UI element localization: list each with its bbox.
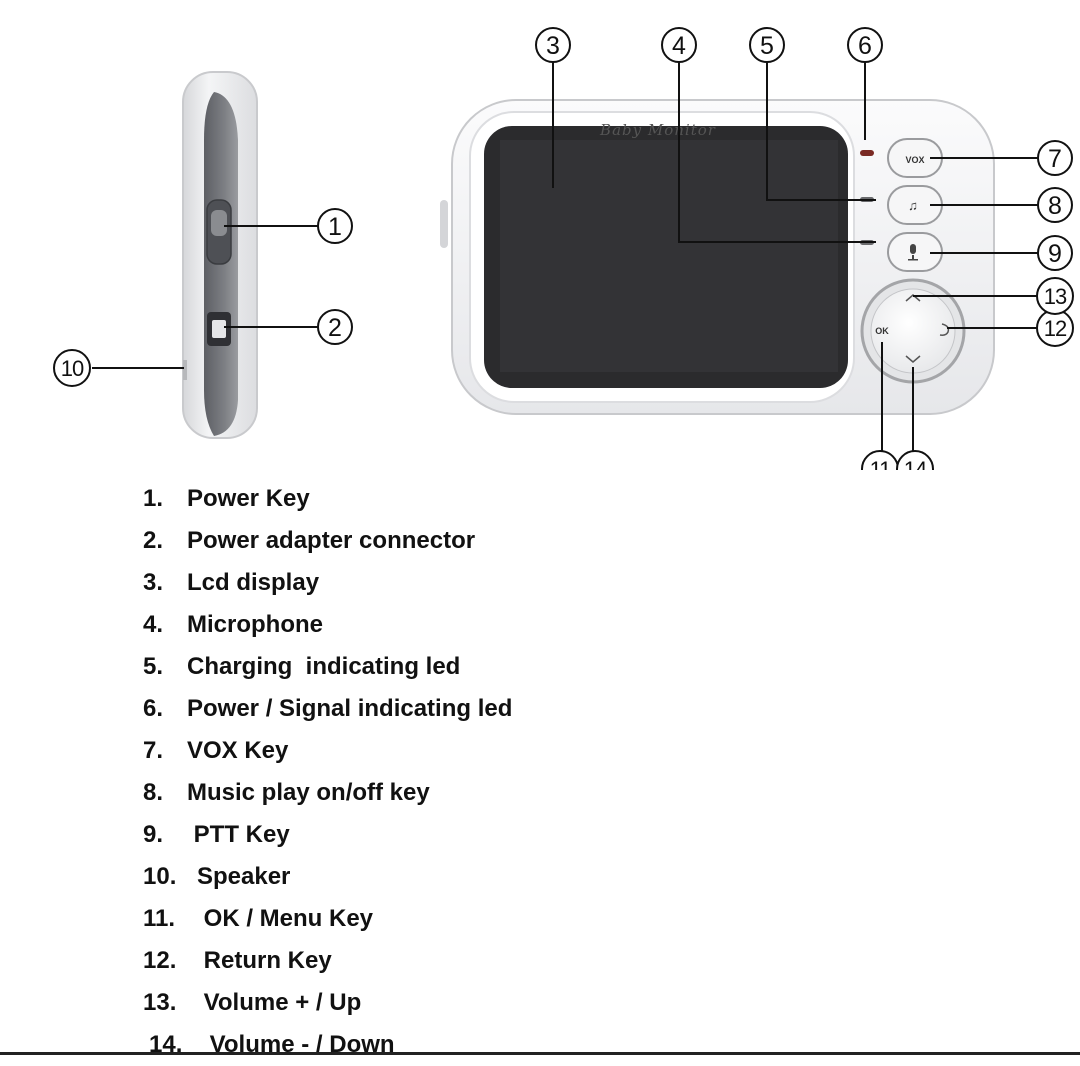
callout-10: 10 <box>53 349 91 387</box>
legend-item: 10.Speaker <box>143 863 291 890</box>
svg-text:4: 4 <box>672 32 686 60</box>
callout-7: 7 <box>1037 140 1073 176</box>
legend-item: 7.VOX Key <box>143 737 289 764</box>
callout-8: 8 <box>1037 187 1073 223</box>
callout-2: 2 <box>317 309 353 345</box>
svg-text:1: 1 <box>328 213 342 241</box>
legend-item: 8.Music play on/off key <box>143 779 430 806</box>
power-switch-slider <box>211 210 227 236</box>
vox-label: VOX <box>905 155 924 165</box>
speaker-edge <box>183 360 187 380</box>
svg-text:5: 5 <box>760 32 774 60</box>
dpad: OK <box>860 278 966 384</box>
svg-text:14: 14 <box>904 457 927 470</box>
legend-item: 3.Lcd display <box>143 569 320 596</box>
microphone-icon <box>908 244 918 261</box>
power-signal-led <box>860 150 874 156</box>
device-diagram: Baby Monitor VOX ♫ OK <box>53 27 1074 470</box>
side-ridges <box>440 200 448 248</box>
legend-item: 1.Power Key <box>143 485 310 512</box>
legend-item: 13. Volume + / Up <box>143 989 362 1016</box>
callout-1: 1 <box>317 208 353 244</box>
callouts: 1 2 3 4 5 6 7 8 9 10 11 12 13 14 <box>53 27 1074 470</box>
screen-glass <box>500 140 838 372</box>
legend-item: 6.Power / Signal indicating led <box>143 695 513 722</box>
callout-5: 5 <box>749 27 785 63</box>
callout-11: 11 <box>861 450 899 470</box>
svg-text:7: 7 <box>1048 145 1062 173</box>
legend-item: 14. Volume - / Down <box>149 1031 395 1058</box>
callout-4: 4 <box>661 27 697 63</box>
callout-6: 6 <box>847 27 883 63</box>
legend-item: 11. OK / Menu Key <box>143 905 374 932</box>
chevron-down-icon[interactable] <box>905 355 921 363</box>
music-button[interactable]: ♫ <box>887 185 943 225</box>
svg-text:12: 12 <box>1044 316 1067 341</box>
svg-text:10: 10 <box>61 356 84 381</box>
side-view <box>182 71 258 439</box>
brand-label: Baby Monitor <box>599 121 716 139</box>
leader-lines <box>92 62 1038 452</box>
callout-14: 14 <box>896 450 934 470</box>
callout-12: 12 <box>1036 309 1074 347</box>
usb-port-inner <box>212 320 226 338</box>
ptt-button[interactable] <box>887 232 943 272</box>
svg-text:2: 2 <box>328 314 342 342</box>
return-arrow-icon[interactable] <box>939 323 950 336</box>
callout-9: 9 <box>1037 235 1073 271</box>
music-note-icon: ♫ <box>908 198 918 213</box>
svg-text:9: 9 <box>1048 240 1062 268</box>
ok-label[interactable]: OK <box>875 326 889 336</box>
callout-3: 3 <box>535 27 571 63</box>
bottom-rule <box>0 1052 1080 1055</box>
legend-item: 12. Return Key <box>143 947 332 974</box>
legend-item: 5.Charging indicating led <box>143 653 461 680</box>
legend-item: 2.Power adapter connector <box>143 527 476 554</box>
svg-text:13: 13 <box>1044 284 1067 309</box>
svg-text:11: 11 <box>870 457 892 470</box>
callout-13: 13 <box>1036 277 1074 315</box>
legend-item: 9. PTT Key <box>143 821 290 848</box>
legend-item: 4.Microphone <box>143 611 323 638</box>
front-view: Baby Monitor VOX ♫ OK <box>440 99 995 415</box>
svg-text:6: 6 <box>858 32 872 60</box>
parts-legend: 1.Power Key 2.Power adapter connector 3.… <box>143 478 512 1066</box>
svg-text:3: 3 <box>546 32 560 60</box>
svg-text:8: 8 <box>1048 192 1062 220</box>
